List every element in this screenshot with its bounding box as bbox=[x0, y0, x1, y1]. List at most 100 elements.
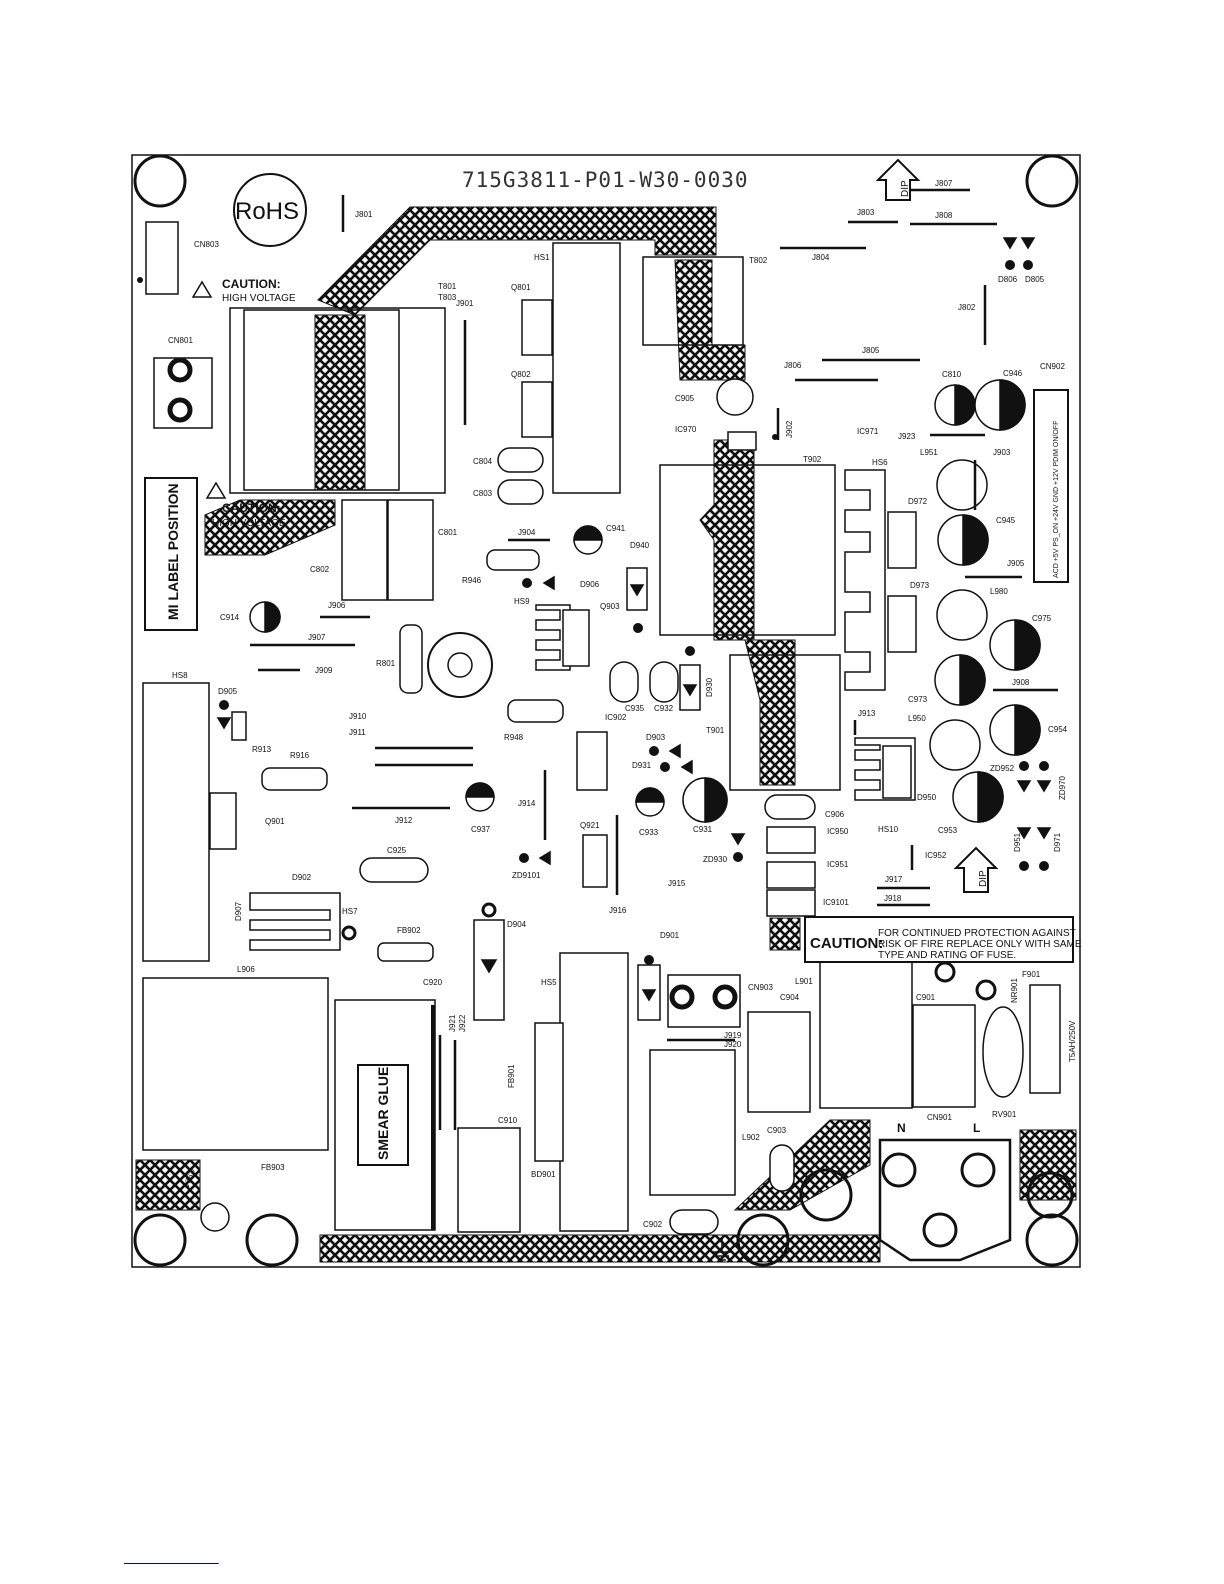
capacitors-electrolytic bbox=[249, 379, 1041, 823]
smear-glue-text: SMEAR GLUE bbox=[375, 1067, 391, 1160]
label-j913: J913 bbox=[858, 709, 876, 718]
label-j805: J805 bbox=[862, 346, 880, 355]
label-hs6: HS6 bbox=[872, 458, 888, 467]
label-q921: Q921 bbox=[580, 821, 600, 830]
label-c904: C904 bbox=[780, 993, 800, 1002]
svg-text:CAUTION:: CAUTION: bbox=[810, 935, 883, 952]
label-d903: D903 bbox=[646, 733, 666, 742]
label-c945: C945 bbox=[996, 516, 1016, 525]
label-j803: J803 bbox=[857, 208, 875, 217]
label-c920: C920 bbox=[423, 978, 443, 987]
label-c932: C932 bbox=[654, 704, 674, 713]
transformer-t801 bbox=[229, 307, 446, 494]
label-c802: C802 bbox=[310, 565, 330, 574]
pad-dots bbox=[137, 260, 1049, 965]
label-ic970: IC970 bbox=[675, 425, 697, 434]
label-c941: C941 bbox=[606, 524, 626, 533]
label-c937: C937 bbox=[471, 825, 491, 834]
label-f901: F901 bbox=[1022, 970, 1041, 979]
label-j915: J915 bbox=[668, 879, 686, 888]
fuse-rating: T5AH/250V bbox=[1068, 1020, 1077, 1062]
label-c946: C946 bbox=[1003, 369, 1023, 378]
connectors bbox=[145, 221, 741, 1028]
label-j807: J807 bbox=[935, 179, 953, 188]
label-j804: J804 bbox=[812, 253, 830, 262]
rohs-logo: RoHS bbox=[233, 173, 307, 247]
label-d905: D905 bbox=[218, 687, 238, 696]
svg-text:RISK OF FIRE REPLACE ONLY WITH: RISK OF FIRE REPLACE ONLY WITH SAME bbox=[878, 939, 1082, 950]
label-j808: J808 bbox=[935, 211, 953, 220]
label-d930: D930 bbox=[705, 677, 714, 697]
label-hs10: HS10 bbox=[878, 825, 899, 834]
svg-text:HIGH VOLTAGE: HIGH VOLTAGE bbox=[222, 293, 296, 304]
label-c973: C973 bbox=[908, 695, 928, 704]
label-ic902: IC902 bbox=[605, 713, 627, 722]
label-j912: J912 bbox=[395, 816, 413, 825]
label-l950: L950 bbox=[908, 714, 926, 723]
label-d931: D931 bbox=[632, 761, 652, 770]
label-r913: R913 bbox=[252, 745, 272, 754]
label-t902: T902 bbox=[803, 455, 822, 464]
label-ic950: IC950 bbox=[827, 827, 849, 836]
diodes bbox=[216, 237, 1052, 1021]
label-r801: R801 bbox=[376, 659, 396, 668]
label-d806: D806 bbox=[998, 275, 1018, 284]
label-q802: Q802 bbox=[511, 370, 531, 379]
label-j905: J905 bbox=[1007, 559, 1025, 568]
label-j904: J904 bbox=[518, 528, 536, 537]
label-j906: J906 bbox=[328, 601, 346, 610]
label-j923: J923 bbox=[898, 432, 916, 441]
footer-link[interactable] bbox=[124, 1553, 219, 1565]
label-j909: J909 bbox=[315, 666, 333, 675]
transformer-t901 bbox=[729, 654, 841, 791]
label-hs8: HS8 bbox=[172, 671, 188, 680]
pad-rings bbox=[341, 902, 997, 1001]
transformer-t802 bbox=[642, 256, 744, 346]
label-fb901: FB901 bbox=[507, 1064, 516, 1088]
label-c914: C914 bbox=[220, 613, 240, 622]
label-c801: C801 bbox=[438, 528, 458, 537]
label-ic952: IC952 bbox=[925, 851, 947, 860]
label-j921: J921 bbox=[448, 1014, 457, 1032]
label-zd930: ZD930 bbox=[703, 855, 728, 864]
label-c810: C810 bbox=[942, 370, 962, 379]
part-number: 715G3811-P01-W30-0030 bbox=[462, 168, 749, 192]
label-d971: D971 bbox=[1053, 832, 1062, 852]
label-c925: C925 bbox=[387, 846, 407, 855]
label-d805: D805 bbox=[1025, 275, 1045, 284]
label-d951: D951 bbox=[1013, 832, 1022, 852]
label-t901: T901 bbox=[706, 726, 725, 735]
label-ic9101: IC9101 bbox=[823, 898, 849, 907]
label-j916: J916 bbox=[609, 906, 627, 915]
label-c953: C953 bbox=[938, 826, 958, 835]
filter-blocks bbox=[142, 499, 1061, 1262]
label-c803: C803 bbox=[473, 489, 493, 498]
label-j801: J801 bbox=[355, 210, 373, 219]
ac-inlet bbox=[881, 1152, 996, 1248]
label-cn903: CN903 bbox=[748, 983, 773, 992]
label-j908: J908 bbox=[1012, 678, 1030, 687]
svg-text:CAUTION:: CAUTION: bbox=[222, 501, 281, 515]
svg-text:CAUTION:: CAUTION: bbox=[222, 277, 281, 291]
label-rv901: RV901 bbox=[992, 1110, 1017, 1119]
mi-label-text: MI LABEL POSITION bbox=[165, 483, 181, 620]
label-hs7: HS7 bbox=[342, 907, 358, 916]
label-c935: C935 bbox=[625, 704, 645, 713]
fire-caution: CAUTION: FOR CONTINUED PROTECTION AGAINS… bbox=[804, 916, 1082, 963]
label-bd901: BD901 bbox=[531, 1170, 556, 1179]
label-d902: D902 bbox=[292, 873, 312, 882]
mi-label-box bbox=[144, 477, 198, 631]
label-d907: D907 bbox=[234, 901, 243, 921]
label-cn902: CN902 bbox=[1040, 362, 1065, 371]
dip-arrow-bottom: DIP bbox=[953, 846, 999, 893]
svg-text:DIP: DIP bbox=[900, 180, 911, 197]
label-j903: J903 bbox=[993, 448, 1011, 457]
caution-hv-2: CAUTION: HIGH VOLTAGE bbox=[205, 481, 286, 529]
live-label: L bbox=[973, 1121, 980, 1135]
label-j919: J919 bbox=[724, 1031, 742, 1040]
label-c901: C901 bbox=[916, 993, 936, 1002]
label-zd952: ZD952 bbox=[990, 764, 1015, 773]
component-labels: CN803 CN801 J801 HS1 T802 J807 J803 J808… bbox=[168, 179, 1068, 1229]
dip-arrow-top: DIP bbox=[875, 158, 921, 201]
label-j802: J802 bbox=[958, 303, 976, 312]
